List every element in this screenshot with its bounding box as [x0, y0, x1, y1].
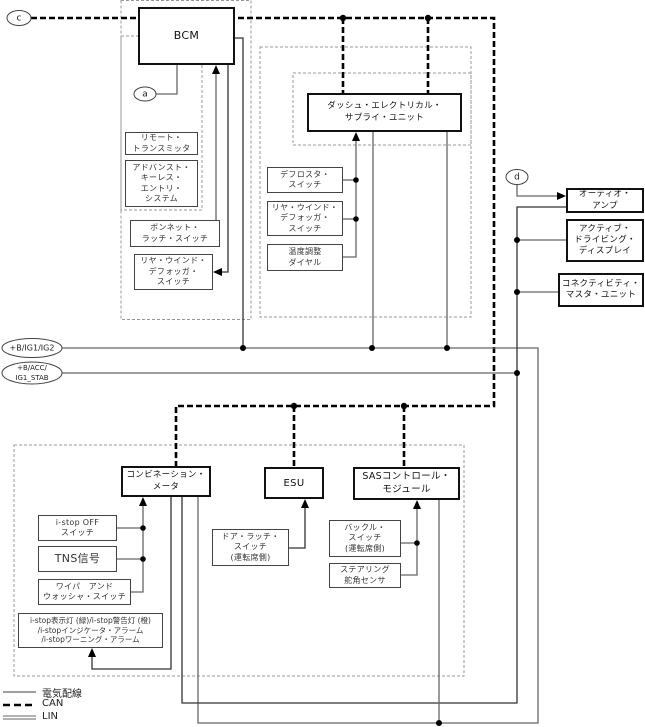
can-junction [339, 14, 347, 22]
power-b-acc-label-1: +B/ACC/ [17, 364, 47, 372]
audio-amp-module: オーディオ・ アンプ [566, 188, 644, 213]
wire-junction [444, 345, 450, 351]
connector-a-label: a [142, 90, 148, 100]
arrow-up-icon [301, 499, 309, 508]
connector-c [6, 10, 32, 26]
esu-module: ESU [264, 467, 324, 499]
power-b-ig1-ig2-label: +B/IG1/IG2 [10, 344, 55, 353]
connector-a [133, 86, 157, 102]
power-b-acc-label-2: IG1_STAB [15, 374, 48, 382]
wire-meter-switches [131, 506, 144, 593]
wire-right-bus [181, 206, 566, 704]
wire-bcm-to-a [156, 65, 178, 95]
desu-group-outline [259, 46, 472, 318]
can-junction [400, 402, 408, 410]
arrow-up-icon [88, 648, 96, 657]
arrow-left-icon [213, 268, 222, 276]
wire-junction [436, 720, 442, 726]
wire-bonnet-latch [215, 74, 220, 235]
connector-c-label: c [17, 14, 22, 24]
arrow-up-icon [413, 500, 421, 509]
connectivity-master-unit-module: コネクティビティ・ マスタ・ユニット [558, 273, 644, 307]
arrow-up-icon [352, 132, 360, 141]
legend-can-label: CAN [42, 698, 64, 709]
temp-dial-box: 温度調整 ダイヤル [267, 244, 343, 271]
connector-d-label: d [514, 173, 520, 183]
power-b-acc-ig1-stab [1, 361, 63, 385]
wire-junction [353, 216, 359, 222]
wire-junction [369, 345, 375, 351]
istop-indicator-box: i-stop表示灯 (緑)/i-stop警告灯 (橙) /i-stopインジケー… [18, 613, 163, 648]
istop-off-switch-box: i-stop OFF スイッチ [38, 515, 117, 541]
sas-control-module: SASコントロール・ モジュール [353, 467, 460, 500]
advanced-keyless-entry-box: アドバンスト・ キーレス・ エントリ・ システム [125, 160, 198, 207]
wire-bcm-power [235, 37, 244, 348]
buckle-switch-box: バックル・ スイッチ (運転席側) [329, 520, 401, 557]
wire-junction [240, 345, 246, 351]
arrow-right-icon [557, 192, 566, 200]
tns-signal-box: TNS信号 [38, 546, 117, 572]
meter-group-outline [13, 444, 465, 677]
wire-door-latch [289, 508, 306, 549]
wire-junction [414, 540, 420, 546]
bonnet-latch-switch-box: ボンネット・ ラッチ・スイッチ [130, 220, 220, 247]
wire-desu-switches [343, 141, 357, 258]
rear-defogger-switch-bcm-box: リヤ・ウインド・ デフォッガ・ スイッチ [134, 254, 213, 290]
rear-defogger-switch-desu-box: リヤ・ウインド・ デフォッガ・ スイッチ [267, 201, 343, 236]
legend-wire-label: 電気配線 [42, 689, 82, 700]
combination-meter-module: コンビネーション・ メータ [121, 466, 211, 497]
arrow-up-icon [139, 497, 147, 506]
steering-angle-sensor-box: ステアリング 舵角センサ [329, 563, 401, 588]
door-latch-switch-box: ドア・ラッチ・ スイッチ (運転席側) [212, 529, 289, 566]
desu-module: ダッシュ・エレクトリカル・ サプライ・ユニット [307, 93, 462, 132]
power-b-ig1-ig2 [1, 338, 63, 358]
defroster-switch-box: デフロスタ・ スイッチ [267, 167, 343, 193]
can-bus-main [31, 16, 496, 466]
wire-bcm-rear-defogger [222, 65, 229, 273]
wire-meter-istop-indicator [91, 497, 172, 670]
bcm-module: BCM [138, 7, 235, 65]
legend-lin-label: LIN [42, 711, 59, 722]
wire-sas-sensors [401, 509, 418, 576]
arrow-up-icon [212, 65, 220, 74]
wire-b-ig1-ig2 [62, 347, 539, 724]
wire-junction [514, 289, 520, 295]
connector-d [505, 169, 529, 185]
wiper-washer-switch-box: ワイパ アンド ウォッシャ・スイッチ [38, 579, 131, 605]
can-junction [290, 402, 298, 410]
wire-d-to-audio [516, 185, 557, 197]
wire-junction [353, 177, 359, 183]
bcm-group-outline [120, 0, 252, 320]
wire-junction [514, 370, 520, 376]
wire-junction [514, 237, 520, 243]
can-junction [424, 14, 432, 22]
active-driving-display-module: アクティブ・ ドライビング・ ディスプレイ [566, 219, 644, 262]
wire-junction [140, 525, 146, 531]
wire-junction [140, 556, 146, 562]
remote-transmitter-box: リモート・ トランスミッタ [125, 132, 198, 155]
